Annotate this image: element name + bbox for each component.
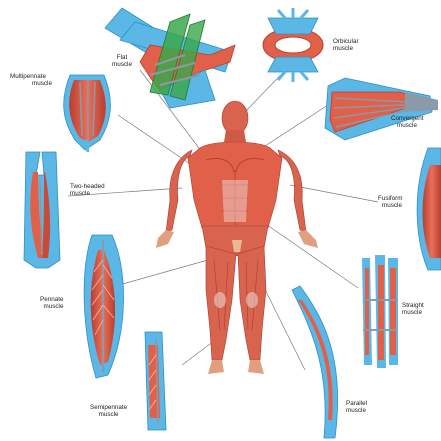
fusiform-muscle-illustration [417, 148, 441, 270]
convergent-muscle-illustration [325, 78, 438, 140]
leader-straight [260, 220, 358, 288]
leader-fusiform [290, 185, 378, 202]
leader-convergent [262, 105, 328, 148]
figure-head [222, 101, 248, 135]
straight-muscle-illustration [362, 255, 398, 368]
leader-pennate [112, 258, 215, 287]
pennate-muscle-illustration [84, 235, 123, 378]
human-muscle-figure [156, 101, 318, 374]
two-headed-muscle-illustration [24, 152, 60, 268]
figure-right-arm [278, 150, 306, 232]
multipennate-muscle-illustration [64, 75, 111, 152]
semipennate-muscle-illustration [145, 332, 166, 430]
orbicular-muscle-illustration [263, 8, 323, 82]
parallel-muscle-illustration [292, 286, 338, 438]
